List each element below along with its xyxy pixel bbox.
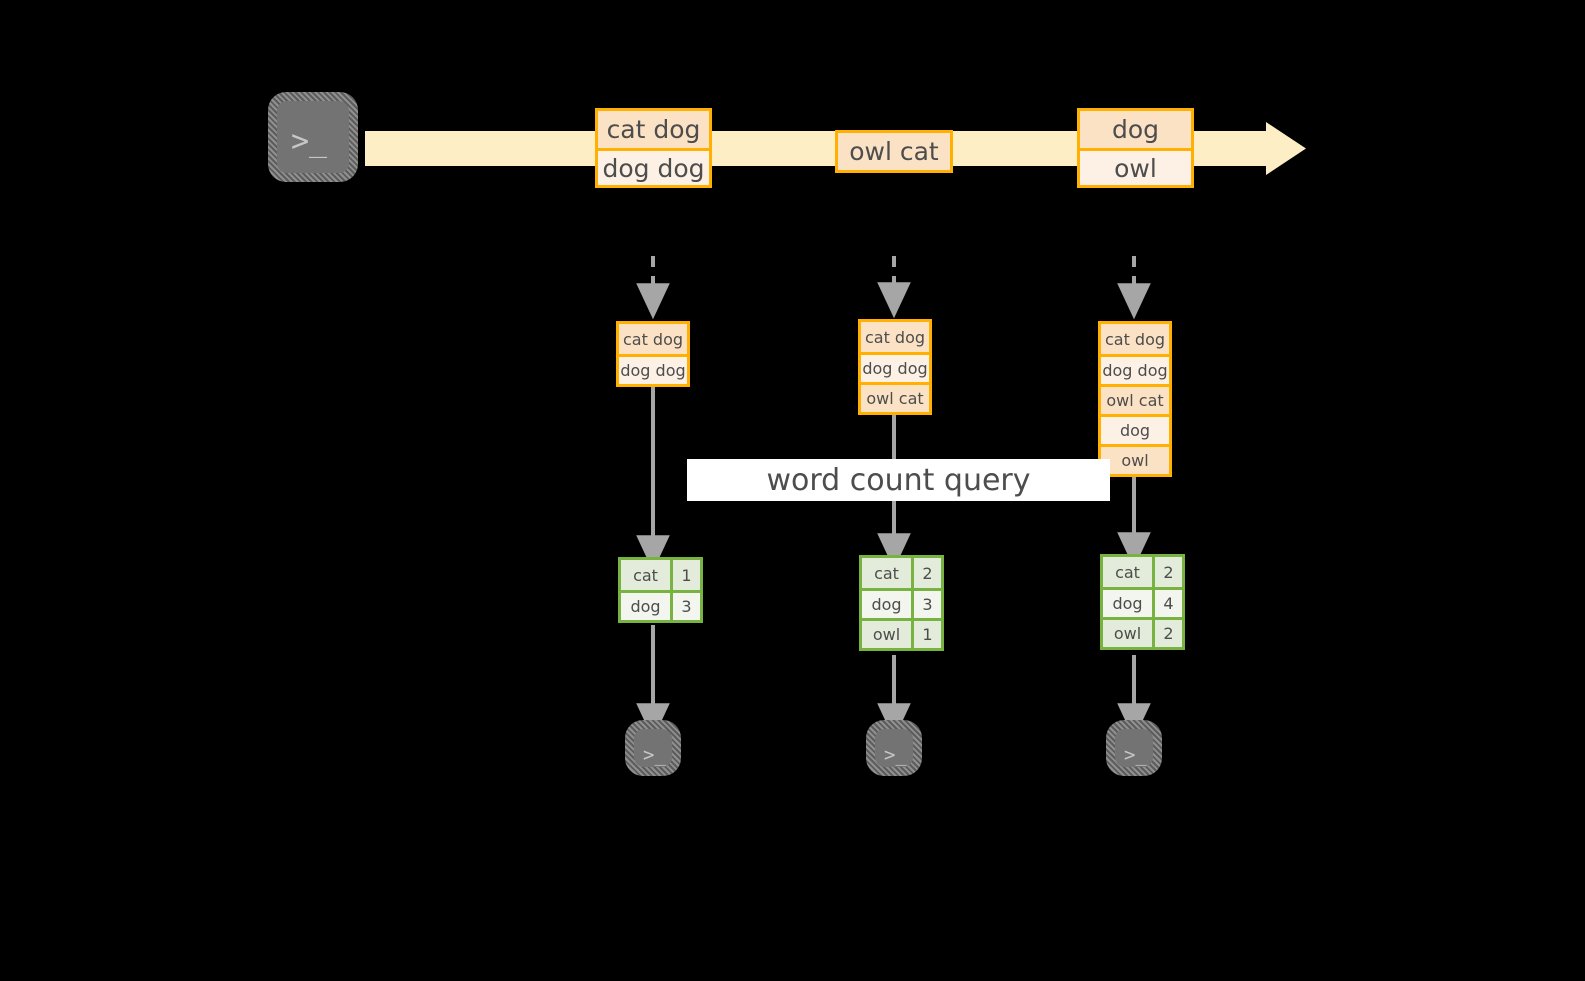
table-row: cat 2 [862, 558, 941, 588]
message-line: owl cat [838, 133, 950, 170]
message-line: cat dog [598, 111, 709, 148]
result-table-2[interactable]: cat 2 dog 3 owl 1 [859, 555, 944, 651]
table-row: cat 1 [621, 560, 700, 590]
snapshot-state-1[interactable]: cat dog dog dog [616, 321, 690, 387]
stream-arrowhead [1266, 122, 1306, 175]
state-line: owl [1101, 444, 1169, 474]
state-line: dog [1101, 414, 1169, 444]
table-row: dog 4 [1103, 587, 1182, 617]
snapshot-state-3[interactable]: cat dog dog dog owl cat dog owl [1098, 321, 1172, 477]
terminal-face [277, 101, 349, 173]
table-row: dog 3 [862, 588, 941, 618]
message-line: dog [1080, 111, 1191, 148]
result-word: owl [862, 621, 911, 648]
terminal-prompt-glyph: >_ [291, 124, 328, 159]
result-word: cat [621, 560, 670, 590]
result-count: 2 [1152, 557, 1182, 587]
state-line: dog dog [619, 354, 687, 384]
query-label: word count query [687, 459, 1110, 501]
state-line: dog dog [861, 352, 929, 382]
terminal-prompt-glyph: >_ [643, 744, 666, 766]
result-count: 3 [670, 593, 700, 620]
table-row: cat 2 [1103, 557, 1182, 587]
state-line: owl cat [861, 382, 929, 412]
result-count: 3 [911, 591, 941, 618]
state-line: cat dog [619, 324, 687, 354]
producer-terminal-icon[interactable]: >_ [268, 92, 358, 182]
result-count: 2 [911, 558, 941, 588]
state-line: cat dog [861, 322, 929, 352]
result-count: 1 [911, 621, 941, 648]
stream-message-3[interactable]: dog owl [1077, 108, 1194, 188]
state-line: cat dog [1101, 324, 1169, 354]
state-line: owl cat [1101, 384, 1169, 414]
consumer-terminal-icon-3[interactable]: >_ [1106, 720, 1162, 776]
result-word: owl [1103, 620, 1152, 647]
message-line: owl [1080, 148, 1191, 185]
result-count: 1 [670, 560, 700, 590]
terminal-prompt-glyph: >_ [1124, 744, 1147, 766]
terminal-prompt-glyph: >_ [884, 744, 907, 766]
stream-message-2[interactable]: owl cat [835, 130, 953, 173]
consumer-terminal-icon-1[interactable]: >_ [625, 720, 681, 776]
snapshot-state-2[interactable]: cat dog dog dog owl cat [858, 319, 932, 415]
consumer-terminal-icon-2[interactable]: >_ [866, 720, 922, 776]
table-row: owl 1 [862, 618, 941, 648]
state-line: dog dog [1101, 354, 1169, 384]
result-table-1[interactable]: cat 1 dog 3 [618, 557, 703, 623]
result-word: dog [1103, 590, 1152, 617]
result-count: 2 [1152, 620, 1182, 647]
result-word: cat [1103, 557, 1152, 587]
result-word: dog [862, 591, 911, 618]
message-line: dog dog [598, 148, 709, 185]
result-count: 4 [1152, 590, 1182, 617]
stream-message-1[interactable]: cat dog dog dog [595, 108, 712, 188]
table-row: dog 3 [621, 590, 700, 620]
result-word: dog [621, 593, 670, 620]
result-table-3[interactable]: cat 2 dog 4 owl 2 [1100, 554, 1185, 650]
result-word: cat [862, 558, 911, 588]
table-row: owl 2 [1103, 617, 1182, 647]
